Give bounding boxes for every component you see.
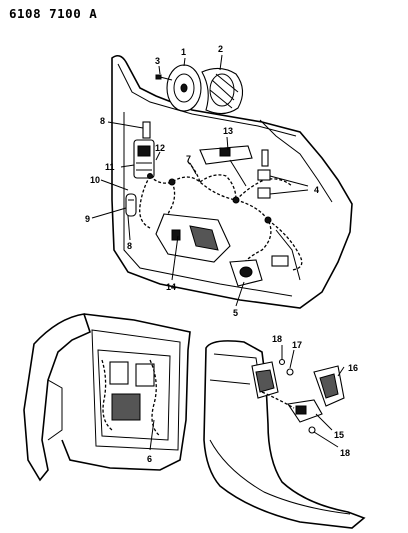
callout-17: 17 <box>292 340 302 350</box>
open-door-view: 6 <box>23 313 191 482</box>
screw-18-lower <box>308 426 316 434</box>
trim-panel-detail: 18 17 16 15 18 <box>203 334 366 529</box>
callout-4: 4 <box>314 185 319 195</box>
callout-10: 10 <box>90 175 100 185</box>
callout-14: 14 <box>166 282 176 292</box>
callout-8-lower: 8 <box>127 241 132 251</box>
callout-1: 1 <box>181 47 186 57</box>
callout-8-upper: 8 <box>100 116 105 126</box>
speaker-assembly <box>155 64 244 115</box>
harness-connector-opening <box>155 213 231 263</box>
speaker-grille-2 <box>201 67 244 115</box>
callout-18-lower: 18 <box>340 448 350 458</box>
callout-2: 2 <box>218 44 223 54</box>
callout-18-upper: 18 <box>272 334 282 344</box>
callout-5: 5 <box>233 308 238 318</box>
callout-11: 11 <box>105 162 115 172</box>
screw-17 <box>286 368 294 376</box>
part-number-header: 6108 7100 A <box>9 6 98 21</box>
switch-bracket <box>199 145 269 187</box>
door-grommet-5 <box>229 255 289 287</box>
callout-15: 15 <box>334 430 344 440</box>
callout-13: 13 <box>223 126 233 136</box>
harness-clips-4 <box>257 169 271 199</box>
callout-3: 3 <box>155 56 160 66</box>
screw-18-upper <box>278 358 286 366</box>
callout-9: 9 <box>85 214 90 224</box>
speaker-screw-3 <box>159 76 173 81</box>
upper-callouts: 1 2 3 8 10 11 12 7 13 9 8 14 5 4 <box>85 44 319 318</box>
callout-12: 12 <box>155 143 165 153</box>
callout-16: 16 <box>348 363 358 373</box>
callout-7: 7 <box>186 154 191 164</box>
callout-6: 6 <box>147 454 152 464</box>
lock-motor-bracket <box>125 121 155 217</box>
door-inner-panel <box>111 54 353 309</box>
